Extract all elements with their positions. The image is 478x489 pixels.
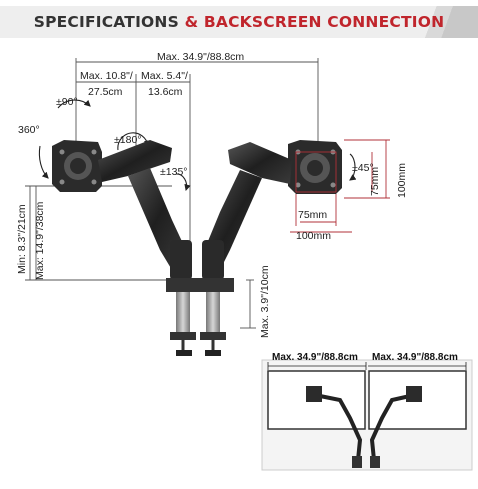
vesa-100-height-label: 100mm [396, 162, 408, 198]
page-title: SPECIFICATIONS & BACKSCREEN CONNECTION [0, 13, 478, 31]
width-dimension-lines [75, 58, 319, 260]
title-backscreen: BACKSCREEN CONNECTION [203, 13, 445, 31]
inset-left-width-label: Max. 34.9"/88.8cm [272, 352, 358, 363]
vesa-dimension-lines [290, 139, 390, 233]
title-specifications: SPECIFICATIONS [33, 13, 179, 31]
vesa-75-width-label: 75mm [298, 209, 328, 221]
offset-max-cm-label: 13.6cm [148, 86, 183, 98]
vesa-100-width-label: 100mm [296, 230, 332, 242]
tilt-45-label: ±45° [352, 162, 374, 174]
right-vesa-plate [288, 140, 342, 194]
clamp-thickness-label: Max. 3.9"/10cm [259, 265, 271, 338]
swivel-135-label: ±135° [160, 166, 188, 178]
rotation-arrows [38, 99, 357, 192]
header-band [0, 6, 478, 38]
offset-max-label: Max. 5.4"/ [141, 70, 188, 82]
swivel-180-label: ±180° [114, 134, 142, 146]
rotate-360-label: 360° [18, 124, 40, 136]
inset-right-width-label: Max. 34.9"/88.8cm [372, 352, 458, 363]
desk-clamps [166, 278, 234, 356]
header-stripe-decoration [408, 6, 478, 38]
header-banner: SPECIFICATIONS & BACKSCREEN CONNECTION [0, 0, 478, 44]
left-arm-max-label: Max. 10.8"/ [80, 70, 133, 82]
title-ampersand: & [184, 13, 199, 31]
tilt-90-label: ±90° [56, 96, 78, 108]
left-arm-max-cm-label: 27.5cm [88, 86, 123, 98]
left-arm [98, 140, 192, 280]
right-arm [202, 142, 292, 280]
max-width-label: Max. 34.9"/88.8cm [157, 51, 245, 63]
height-min-label: Min: 8.3"/21cm [16, 204, 28, 274]
inset-panel [261, 359, 473, 471]
left-vesa-plate [52, 140, 102, 192]
height-max-label: Max: 14.9"/38cm [34, 201, 46, 280]
vesa-75-height-label: 75mm [369, 166, 381, 196]
